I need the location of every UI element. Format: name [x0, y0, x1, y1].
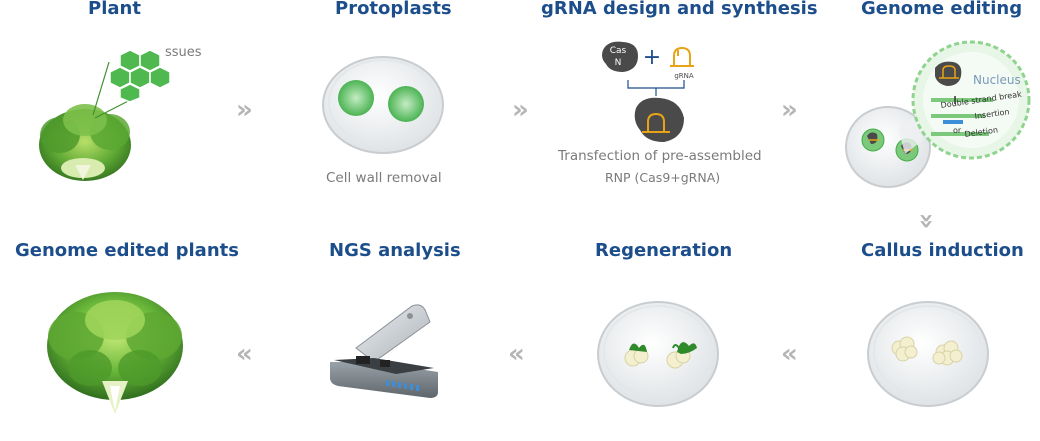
lettuce-icon: [39, 104, 131, 181]
cas-label: Cas: [610, 46, 627, 56]
protoplast-cell: [338, 80, 374, 116]
arrow-right-1: »: [236, 95, 253, 125]
stage-title-regeneration: Regeneration: [595, 240, 733, 261]
stage-title-genome-editing: Genome editing: [861, 0, 1023, 19]
nucleus-label: Nucleus: [973, 73, 1021, 87]
stage-title-callus-induction: Callus induction: [861, 240, 1024, 261]
stage-title-plant: Plant: [88, 0, 141, 19]
callus-dish: [867, 301, 989, 407]
grna-caption-line1: Transfection of pre-assembled: [558, 148, 762, 164]
arrow-right-2: »: [512, 95, 529, 125]
rnp-complex-icon: [634, 97, 684, 142]
plus-icon: +: [643, 45, 661, 70]
cas9-protein-icon: [602, 41, 638, 72]
arrow-left-1: «: [236, 339, 253, 369]
sequencer-display: [386, 380, 419, 391]
arrow-down: »: [911, 212, 942, 230]
tissue-cells-icon: [109, 49, 171, 103]
sequencer-lid: [355, 304, 431, 363]
grna-caption-line2: RNP (Cas9+gRNA): [605, 170, 721, 185]
callus-cluster: [932, 340, 963, 366]
plant-illustration: ssues: [39, 45, 202, 181]
callus-cluster: [891, 336, 918, 362]
arrow-left-2: «: [508, 339, 525, 369]
stage-title-grna: gRNA design and synthesis: [541, 0, 818, 19]
grna-label: gRNA: [674, 72, 694, 80]
protoplast-cell: [388, 86, 424, 122]
cas-label-n: N: [615, 58, 622, 68]
stage-title-protoplasts: Protoplasts: [335, 0, 452, 19]
stage-title-ngs-analysis: NGS analysis: [329, 240, 461, 261]
grna-rnp-illustration: Cas N + gRNA: [602, 41, 694, 142]
regeneration-dish: [597, 301, 719, 407]
lettuce-icon: [47, 292, 183, 414]
arrow-left-3: «: [781, 339, 798, 369]
protoplasts-caption: Cell wall removal: [326, 170, 442, 186]
ngs-sequencer-illustration: [330, 304, 438, 398]
regenerated-shoot: [666, 342, 697, 369]
arrow-right-3: »: [781, 95, 798, 125]
or-label: or: [953, 126, 962, 135]
genome-editing-illustration: Nucleus Double strand break Insertion or…: [845, 40, 1031, 188]
regenerated-shoot: [624, 343, 649, 367]
stage-title-genome-edited-plants: Genome edited plants: [15, 240, 239, 261]
insertion-segment: [943, 120, 963, 124]
tissue-label: ssues: [165, 45, 202, 60]
grna-icon: [670, 46, 694, 67]
edited-plant-illustration: [47, 292, 183, 414]
protoplasts-dish: [322, 56, 444, 154]
